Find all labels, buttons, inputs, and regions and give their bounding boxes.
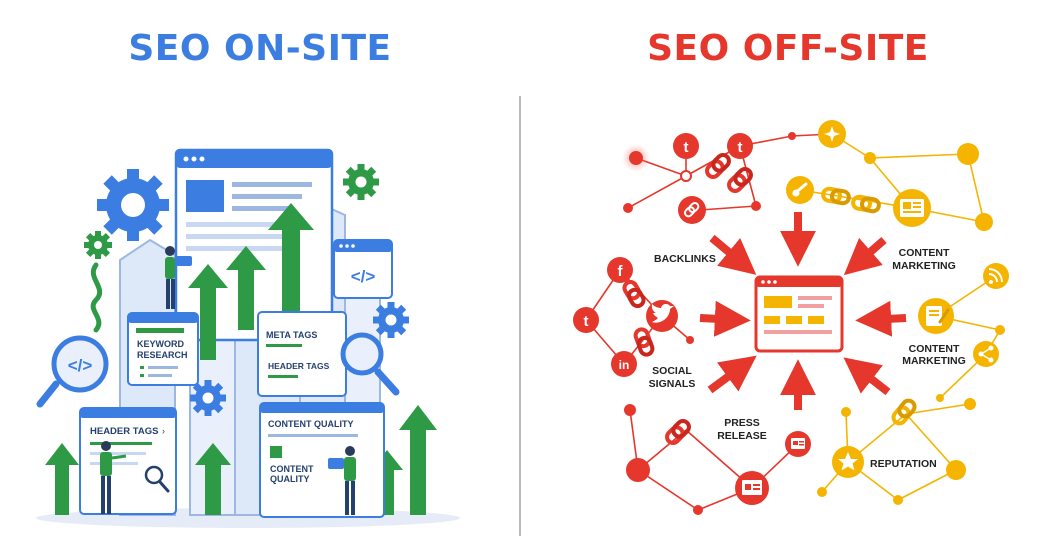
article-icon xyxy=(893,189,931,227)
magnifier-code-icon: </> xyxy=(36,335,109,408)
meta-tags-card: META TAGS HEADER TAGS xyxy=(257,311,347,397)
wave-line xyxy=(90,262,103,333)
website-icon xyxy=(754,275,844,353)
star-icon xyxy=(832,446,864,478)
chevron-right-icon: › xyxy=(162,426,165,436)
reputation-label: REPUTATION xyxy=(870,458,937,470)
twitter-icon xyxy=(646,300,678,332)
section-divider xyxy=(519,96,521,536)
person-top xyxy=(165,246,192,309)
magnifier-small-icon xyxy=(144,465,170,493)
svg-text:f: f xyxy=(618,263,624,280)
tumblr-icon-3: t xyxy=(573,307,599,333)
gold-link-icon xyxy=(786,176,814,204)
gear-icon-large xyxy=(97,169,169,241)
header-tags-card-label: HEADER TAGS xyxy=(90,426,158,437)
linkedin-icon: in xyxy=(611,351,637,377)
tumblr-icon: t xyxy=(673,133,699,159)
person-right xyxy=(328,446,356,515)
newspaper-icon xyxy=(785,431,811,457)
sparkle-icon xyxy=(818,120,846,148)
svg-text:t: t xyxy=(584,313,589,330)
magnifier-icon xyxy=(340,332,400,396)
facebook-icon: f xyxy=(607,257,633,283)
link-icon xyxy=(678,196,706,224)
arrows-to-website xyxy=(699,212,907,410)
content-quality-top-label: CONTENT QUALITY xyxy=(268,419,354,429)
person-left xyxy=(100,441,127,514)
code-icon: </> xyxy=(351,267,376,286)
gear-icon-blue-right xyxy=(373,302,409,338)
seo-on-site-title: SEO ON-SITE xyxy=(128,28,392,69)
header-tags-card: HEADER TAGS › xyxy=(79,407,177,515)
header-tags-small-label: HEADER TAGS xyxy=(268,361,330,371)
rss-icon xyxy=(983,263,1009,289)
share-icon xyxy=(973,341,999,367)
svg-text:in: in xyxy=(619,358,630,372)
red-nodes xyxy=(623,132,802,515)
on-site-illustration: </> xyxy=(36,148,460,528)
meta-tags-label: META TAGS xyxy=(266,330,317,340)
off-site-illustration: t t f t in xyxy=(573,120,1009,515)
gold-nodes xyxy=(817,143,1005,505)
svg-text:</>: </> xyxy=(68,356,93,375)
svg-text:t: t xyxy=(684,139,689,156)
code-window: </> xyxy=(333,239,393,299)
press-release-icon xyxy=(735,471,769,505)
tumblr-icon-2: t xyxy=(727,133,753,159)
gear-icon-green-top xyxy=(343,164,379,200)
seo-off-site-title: SEO OFF-SITE xyxy=(647,28,929,69)
backlinks-label: BACKLINKS xyxy=(654,253,716,265)
chain-link-icon xyxy=(620,153,753,446)
gear-icon-green-left xyxy=(84,231,112,259)
svg-text:t: t xyxy=(738,139,743,156)
edit-document-icon xyxy=(918,298,954,334)
gear-icon-blue-center xyxy=(190,380,226,416)
small-node-outline xyxy=(680,170,692,182)
